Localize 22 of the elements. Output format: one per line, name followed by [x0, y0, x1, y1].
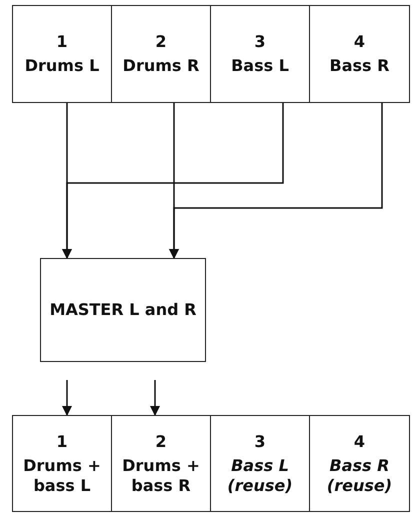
channel-number: 4 — [354, 432, 366, 452]
channel-label: Bass L — [231, 56, 289, 76]
arrow — [62, 380, 72, 416]
arrow — [150, 380, 160, 416]
channel-number: 3 — [254, 32, 266, 52]
channel-number: 1 — [56, 32, 68, 52]
channel-number: 1 — [56, 432, 68, 452]
channel-number: 2 — [155, 432, 167, 452]
channel-label: MASTER L and R — [50, 300, 196, 320]
channel-number: 3 — [254, 432, 266, 452]
channel-number: 2 — [155, 32, 167, 52]
channel-label: Drums + bass L — [22, 456, 102, 496]
channel-label: Bass L (reuse) — [226, 456, 294, 496]
channel-number: 4 — [354, 32, 366, 52]
channel-label: Drums + bass R — [121, 456, 201, 496]
channel-label: Bass R (reuse) — [326, 456, 394, 496]
channel-label: Drums L — [24, 56, 100, 76]
channel-label: Bass R — [330, 56, 390, 76]
arrow — [62, 103, 284, 259]
channel-label: Drums R — [122, 56, 200, 76]
master-box — [40, 258, 206, 362]
arrow — [169, 103, 383, 259]
